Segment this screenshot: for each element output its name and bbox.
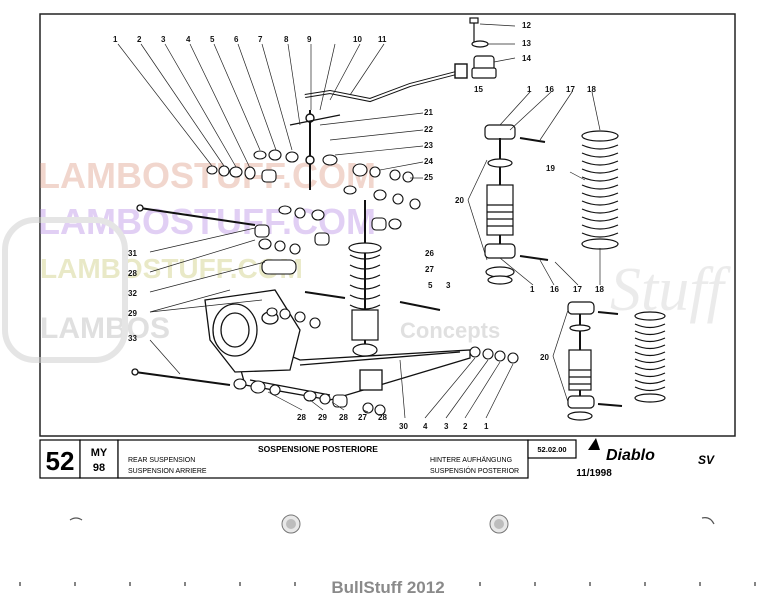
callout-mid-20: 20	[455, 196, 464, 205]
binder-marks	[69, 514, 715, 534]
part-code: 52.02.00	[537, 445, 566, 454]
callout-left-29: 29	[128, 309, 137, 318]
callout-left-31: 31	[128, 249, 137, 258]
callout-bottom-29: 29	[318, 413, 327, 422]
title-german: HINTERE AUFHÄNGUNG	[430, 456, 512, 464]
callout-left-32: 32	[128, 289, 137, 298]
coil-spring-upper	[581, 130, 619, 250]
watermark-brand: Stuff	[610, 256, 731, 324]
callout-top-1: 1	[113, 35, 118, 44]
callout-bottom-28b: 28	[339, 413, 348, 422]
callout-dt-18: 18	[587, 85, 596, 94]
anti-roll-link	[289, 63, 468, 190]
callout-mid-27: 27	[425, 265, 434, 274]
watermark-text-1: LAMBOSTUFF.COM	[38, 155, 376, 196]
callout-db-18: 18	[595, 285, 604, 294]
callout-bottom-4: 4	[423, 422, 428, 431]
callout-dt-19: 19	[546, 164, 555, 173]
watermark-layer: LAMBOSTUFF.COM LAMBOSTUFF.COM LAMBOSTUFF…	[2, 155, 731, 363]
diablo-logo-sub: SV	[698, 453, 715, 467]
callout-right-25: 25	[424, 173, 433, 182]
callout-bottom-28c: 28	[378, 413, 387, 422]
callout-top-6: 6	[234, 35, 239, 44]
issue-date: 11/1998	[576, 468, 612, 479]
title-french: SUSPENSION ARRIERE	[128, 468, 207, 475]
footer-credit: BullStuff 2012	[331, 578, 444, 597]
callout-db-17: 17	[573, 285, 582, 294]
hub-carrier	[204, 289, 301, 373]
watermark-text-5: Concepts	[400, 318, 500, 343]
callout-top-11: 11	[378, 35, 387, 44]
callout-right-21: 21	[424, 108, 433, 117]
bushings-hardware	[206, 149, 519, 416]
corner-mark-right	[701, 517, 715, 525]
callout-right-24: 24	[424, 157, 433, 166]
callout-left-28: 28	[128, 269, 137, 278]
callout-bottom-28a: 28	[297, 413, 306, 422]
callout-mid-3: 3	[446, 281, 451, 290]
callout-mid-26: 26	[425, 249, 434, 258]
callout-dt-17: 17	[566, 85, 575, 94]
diablo-logo: Diablo	[606, 447, 655, 464]
watermark-text-4: LAMBOS	[40, 312, 170, 345]
callout-db-16: 16	[550, 285, 559, 294]
callout-numbers: 1 2 3 4 5 6 7 8 9 10 11 21 22 23 24 25 3…	[113, 21, 604, 431]
corner-mark-left	[69, 517, 83, 521]
page-number: 52	[46, 446, 75, 476]
callout-db-1: 1	[530, 285, 535, 294]
callout-tr-15: 15	[474, 85, 483, 94]
callout-top-5: 5	[210, 35, 215, 44]
callout-lr-20: 20	[540, 353, 549, 362]
title-spanish: SUSPENSIÓN POSTERIOR	[430, 466, 519, 475]
callout-left-33: 33	[128, 334, 137, 343]
callout-bottom-27: 27	[358, 413, 367, 422]
callout-bottom-30: 30	[399, 422, 408, 431]
callout-top-8: 8	[284, 35, 289, 44]
title-english: REAR SUSPENSION	[128, 457, 195, 464]
callout-top-3: 3	[161, 35, 166, 44]
callout-dt-16: 16	[545, 85, 554, 94]
callout-bottom-2: 2	[463, 422, 468, 431]
bottom-tick-marks	[19, 582, 756, 586]
main-damper	[348, 200, 382, 368]
callout-top-10: 10	[353, 35, 362, 44]
watermark-car-shape	[2, 217, 128, 363]
callout-tr-12: 12	[522, 21, 531, 30]
diablo-logo-mark	[588, 438, 600, 450]
callout-top-7: 7	[258, 35, 263, 44]
callout-tr-13: 13	[522, 39, 531, 48]
title-block: 52 MY 98 SOSPENSIONE POSTERIORE REAR SUS…	[39, 438, 715, 479]
title-italian: SOSPENSIONE POSTERIORE	[258, 444, 378, 454]
callout-mid-5: 5	[428, 281, 433, 290]
callout-dt-1: 1	[527, 85, 532, 94]
right-damper-lower	[567, 301, 623, 421]
callout-bottom-1: 1	[484, 422, 489, 431]
callout-right-22: 22	[424, 125, 433, 134]
my-label: MY	[91, 447, 108, 459]
leader-lines	[117, 23, 601, 419]
callout-top-2: 2	[137, 35, 142, 44]
model-year: 98	[93, 462, 105, 474]
coil-spring-lower	[634, 311, 666, 403]
callout-tr-14: 14	[522, 54, 531, 63]
callout-right-23: 23	[424, 141, 433, 150]
top-mount-assembly	[469, 17, 497, 79]
right-damper-upper	[484, 124, 549, 285]
diagram-frame	[39, 13, 736, 437]
callout-top-4: 4	[186, 35, 191, 44]
callout-top-9: 9	[307, 35, 312, 44]
watermark-text-3: LAMBOSTUFF.COM	[40, 253, 303, 284]
callout-bottom-3: 3	[444, 422, 449, 431]
long-bolts	[131, 204, 441, 386]
